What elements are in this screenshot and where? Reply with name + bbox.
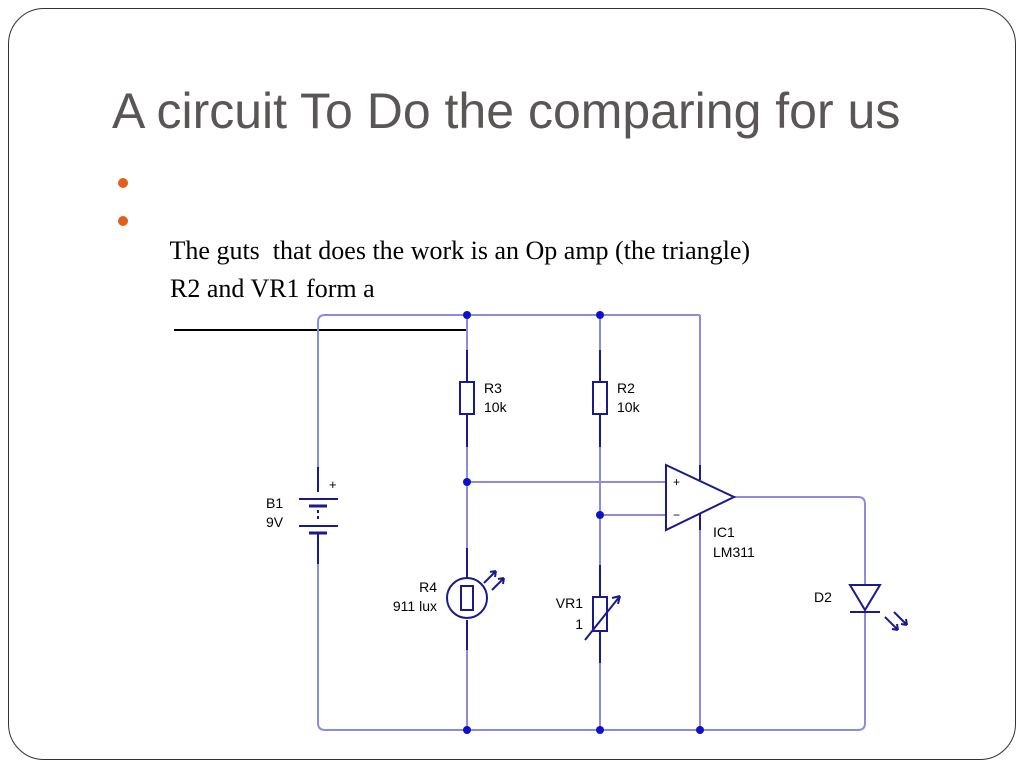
r2-value-label: 10k [617, 399, 641, 415]
vr1-value-label: 1 [575, 616, 583, 632]
wire [734, 496, 866, 585]
resistor-r2 [592, 381, 608, 415]
junction-node [463, 311, 471, 319]
b1-plus-label: + [329, 477, 337, 492]
wire [317, 564, 866, 731]
bullet-item: R2 and VR1 form a [118, 204, 750, 331]
circuit-labels: R3 10k R2 10k + B1 9V R4 911 lux VR1 1 +… [266, 380, 832, 632]
op-amp-ic1 [665, 463, 737, 532]
ldr-light-arrow-icon [491, 577, 505, 591]
bullet-dot-icon [118, 178, 128, 188]
junction-node [596, 311, 604, 319]
r2-name-label: R2 [617, 380, 635, 396]
junction-node [596, 726, 604, 734]
variable-resistor-vr1 [592, 596, 608, 632]
ldr-r4 [460, 585, 474, 611]
b1-name-label: B1 [266, 495, 283, 511]
junction-node [463, 478, 471, 486]
r3-name-label: R3 [484, 380, 502, 396]
vr1-name-label: VR1 [556, 595, 583, 611]
variable-resistor-arrow-icon [584, 595, 621, 641]
slide-title: A circuit To Do the comparing for us [112, 83, 901, 139]
bullet-dot-icon [118, 216, 128, 226]
junction-nodes [463, 311, 704, 734]
led-light-arrow-icon [884, 616, 899, 631]
ic1-name-label: IC1 [713, 524, 735, 540]
ldr-light-arrow-icon [483, 570, 497, 584]
resistor-r3 [459, 381, 475, 415]
components [299, 350, 908, 663]
junction-node [463, 726, 471, 734]
ldr-r4-circle [446, 577, 488, 619]
bullet-item: The guts that does the work is an Op amp… [118, 166, 750, 265]
d2-name-label: D2 [814, 589, 832, 605]
ic1-value-label: LM311 [713, 544, 755, 560]
r4-value-label: 911 lux [393, 598, 437, 614]
b1-value-label: 9V [266, 514, 284, 530]
fill-in-blank-line [174, 307, 466, 331]
bullet-text: The guts that does the work is an Op amp… [169, 236, 751, 265]
wires [317, 314, 866, 731]
ic1-plus-label: + [673, 475, 680, 489]
r3-value-label: 10k [484, 399, 508, 415]
bullet-list: The guts that does the work is an Op amp… [118, 166, 750, 331]
junction-node [596, 511, 604, 519]
led-d2-body [848, 584, 882, 612]
junction-node [696, 726, 704, 734]
ic1-minus-label: − [673, 508, 680, 522]
led-light-arrow-icon [893, 611, 908, 626]
r4-name-label: R4 [419, 579, 437, 595]
wire [317, 314, 326, 467]
slide-frame [8, 8, 1016, 760]
bullet-text: R2 and VR1 form a [170, 274, 375, 303]
